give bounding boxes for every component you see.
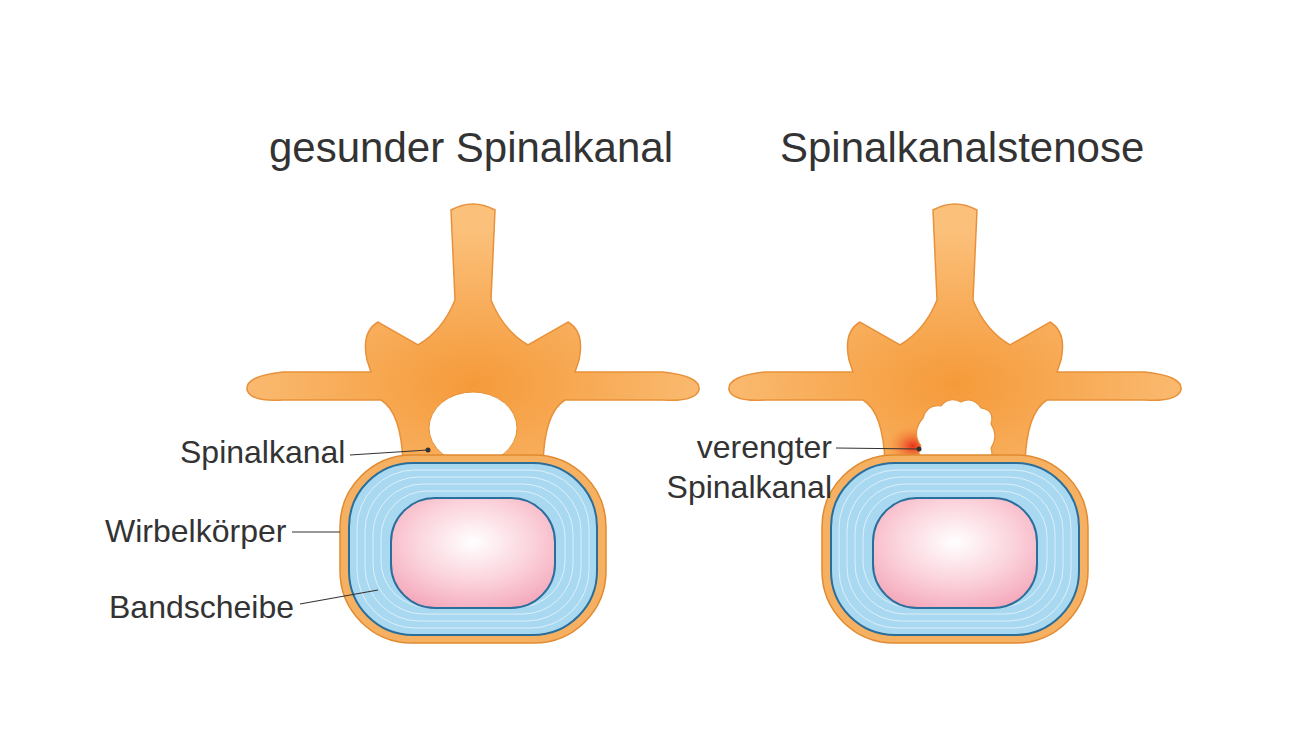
part-label: Spinalkanal — [180, 432, 345, 472]
part-label: verengter Spinalkanal — [622, 427, 832, 507]
panel-heading: Spinalkanalstenose — [780, 122, 1144, 175]
panel-heading: gesunder Spinalkanal — [269, 122, 673, 175]
part-label: Wirbelkörper — [105, 511, 286, 551]
part-label: Bandscheibe — [109, 587, 294, 627]
